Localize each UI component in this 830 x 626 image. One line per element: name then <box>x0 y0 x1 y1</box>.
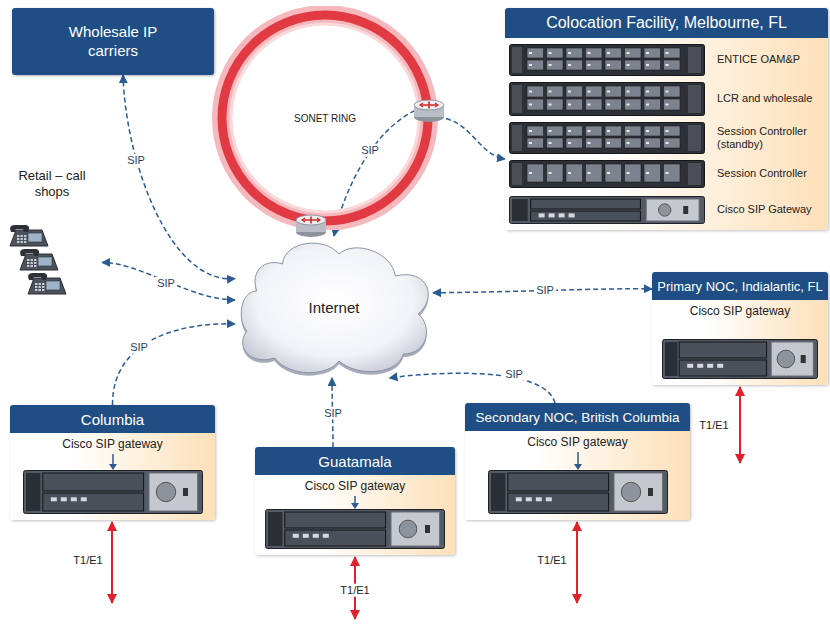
server-label: Cisco SIP Gateway <box>717 203 821 216</box>
gateway-label: Cisco SIP gateway <box>10 437 215 451</box>
link-label: T1/E1 <box>71 554 104 567</box>
sip-connector <box>438 118 505 159</box>
gateway-unit: Cisco SIP Gateway <box>509 194 825 226</box>
t1-line <box>739 387 741 463</box>
panel-title: Columbia <box>81 411 144 428</box>
server-device <box>509 44 705 76</box>
gateway-label: Cisco SIP gateway <box>465 435 690 449</box>
server-unit: LCR and wholesale <box>509 80 825 118</box>
panel-title: Guatamala <box>318 453 391 470</box>
phone-icons <box>2 222 82 300</box>
server-unit: Session Controller <box>509 158 825 190</box>
sonet-ring: SONET RING <box>212 6 438 230</box>
gateway-unit: Cisco SIP gateway <box>10 433 215 520</box>
server-device <box>509 160 705 188</box>
gateway-label: Cisco SIP gateway <box>652 304 828 318</box>
server-label: LCR and wholesale <box>717 92 821 105</box>
sip-connector <box>112 324 235 405</box>
server-label: ENTICE OAM&P <box>717 53 821 66</box>
site-panel: Secondary NOC, British ColumbiaCisco SIP… <box>465 403 690 520</box>
gateway-arrow <box>573 452 583 470</box>
server-unit: Session Controller (standby) <box>509 120 825 156</box>
panel-header: Colocation Facility, Melbourne, FL <box>505 8 828 38</box>
link-label: T1/E1 <box>535 554 568 567</box>
cloud-label: Internet <box>309 299 360 316</box>
site-panel: GuatamalaCisco SIP gateway <box>255 447 455 555</box>
server-device <box>509 82 705 116</box>
site-panel: Colocation Facility, Melbourne, FL ENTICE… <box>505 8 828 230</box>
panel-header: Primary NOC, Indialantic, FL <box>652 272 828 300</box>
router-icon <box>414 100 444 122</box>
panel-title: Secondary NOC, British Columbia <box>475 410 679 425</box>
gateway-label: Cisco SIP gateway <box>255 479 455 493</box>
gateway-unit: Cisco SIP gateway <box>465 431 690 520</box>
panel-header: Secondary NOC, British Columbia <box>465 403 690 431</box>
server-device <box>509 122 705 154</box>
sip-connector <box>102 262 235 299</box>
edge-label: SIP <box>322 407 344 420</box>
sip-connector <box>389 373 555 403</box>
gateway-device <box>509 196 705 224</box>
edge-label: SIP <box>534 284 556 297</box>
edge-label: SIP <box>125 154 147 167</box>
link-label: T1/E1 <box>697 419 730 432</box>
panel-title: Colocation Facility, Melbourne, FL <box>546 14 787 32</box>
t1-line <box>111 522 113 603</box>
link-label: T1/E1 <box>338 584 371 597</box>
server-label: Session Controller (standby) <box>717 125 821 151</box>
edge-label: SIP <box>503 368 525 381</box>
gateway-arrow <box>350 496 360 509</box>
gateway-device <box>662 339 818 379</box>
ring-label: SONET RING <box>294 113 356 124</box>
site-panel: Primary NOC, Indialantic, FL Cisco SIP ga… <box>652 272 828 385</box>
gateway-arrow <box>108 454 118 470</box>
panel-header: Guatamala <box>255 447 455 475</box>
retail-group: Retail – call shops <box>2 168 102 303</box>
panel-header: Columbia <box>10 405 215 433</box>
gateway-device <box>488 470 668 514</box>
site-panel: ColumbiaCisco SIP gateway <box>10 405 215 520</box>
router-icon <box>296 215 326 237</box>
retail-label: Retail – call shops <box>2 168 102 201</box>
edge-label: SIP <box>128 341 150 354</box>
node-title: Wholesale IP carriers <box>48 23 178 61</box>
t1-line <box>576 522 578 603</box>
gateway-device <box>23 470 203 514</box>
internet-cloud: Internet <box>235 236 433 378</box>
carrier-box: Wholesale IP carriers <box>12 8 214 75</box>
server-unit: ENTICE OAM&P <box>509 42 825 78</box>
gateway-unit: Cisco SIP gateway <box>652 300 828 385</box>
gateway-unit: Cisco SIP gateway <box>255 475 455 555</box>
gateway-device <box>265 509 445 549</box>
edge-label: SIP <box>155 277 177 290</box>
server-label: Session Controller <box>717 167 821 180</box>
edge-label: SIP <box>359 144 381 157</box>
panel-title: Primary NOC, Indialantic, FL <box>657 279 822 294</box>
